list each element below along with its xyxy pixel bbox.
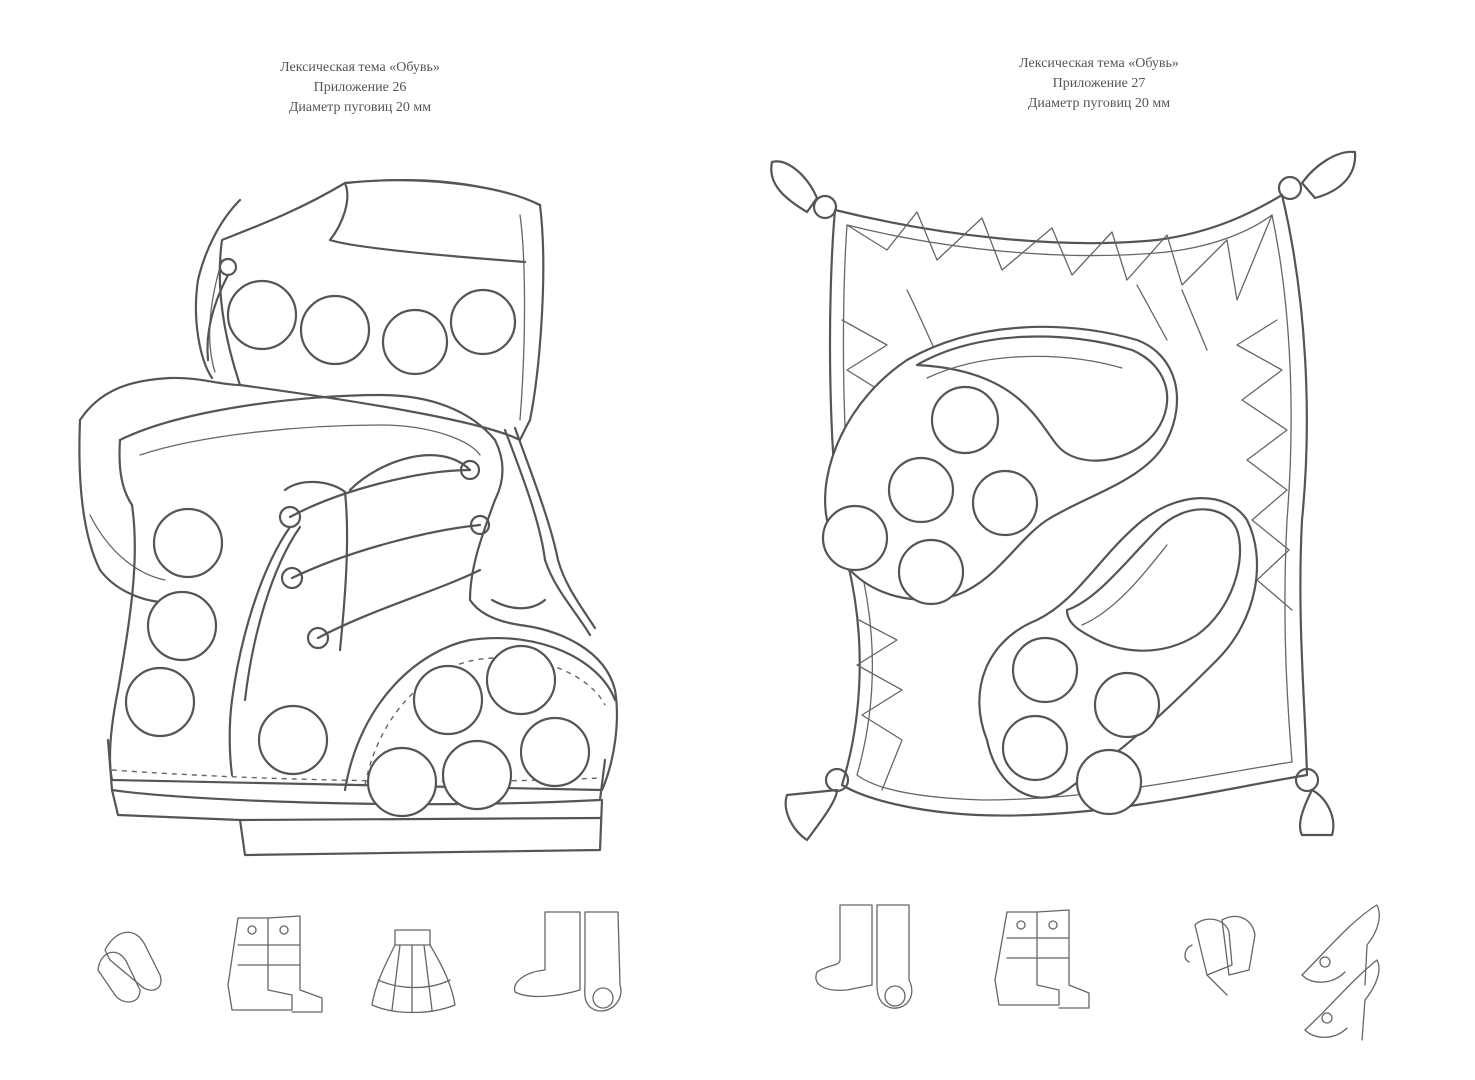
button-circle <box>1011 636 1079 704</box>
button-circle <box>257 704 329 776</box>
button-circle <box>971 469 1039 537</box>
button-circle <box>226 279 298 351</box>
caption-topic: Лексическая тема «Обувь» <box>280 60 440 75</box>
boots-illustration <box>78 178 622 1014</box>
small-picture-winter-boots[interactable] <box>227 915 323 1013</box>
small-picture-slippers[interactable] <box>97 931 162 1003</box>
caption-left: Лексическая тема «Обувь» Приложение 26 Д… <box>210 58 510 118</box>
button-circle <box>887 456 955 524</box>
button-circle <box>449 288 517 356</box>
button-circle <box>821 504 889 572</box>
pillow <box>770 150 1357 842</box>
button-circle <box>124 666 196 738</box>
right-page: Лексическая тема «Обувь» Приложение 27 Д… <box>737 0 1475 1080</box>
small-picture-rubber-boots[interactable] <box>513 911 622 1012</box>
button-circle <box>146 590 218 662</box>
caption-appendix: Приложение 27 <box>1052 76 1146 91</box>
caption-appendix: Приложение 26 <box>313 80 407 95</box>
caption-topic: Лексическая тема «Обувь» <box>1019 56 1179 71</box>
button-circle <box>381 308 449 376</box>
button-circle <box>519 716 591 788</box>
small-picture-winter-boots[interactable] <box>994 909 1090 1009</box>
caption-right: Лексическая тема «Обувь» Приложение 27 Д… <box>949 54 1249 114</box>
button-circle <box>897 538 965 606</box>
button-circle <box>485 644 557 716</box>
caption-diameter: Диаметр пуговиц 20 мм <box>288 100 432 115</box>
small-picture-mittens[interactable] <box>1184 915 1256 996</box>
button-circle <box>1001 714 1069 782</box>
button-circle <box>441 739 513 811</box>
pillow-illustration <box>770 150 1380 1041</box>
button-circle <box>1075 748 1143 816</box>
small-picture-skirt[interactable] <box>371 929 456 1014</box>
button-circle <box>152 507 224 579</box>
button-circle <box>299 294 371 366</box>
button-circle <box>412 664 484 736</box>
button-circle <box>930 385 1000 455</box>
button-circle <box>366 746 438 818</box>
button-circle <box>1093 671 1161 739</box>
back-boot <box>194 178 597 637</box>
small-picture-rubber-boots[interactable] <box>815 904 913 1009</box>
caption-diameter: Диаметр пуговиц 20 мм <box>1027 96 1171 111</box>
small-picture-high-heel-shoes[interactable] <box>1301 904 1380 1041</box>
left-page: Лексическая тема «Обувь» Приложение 26 Д… <box>0 0 737 1080</box>
front-boot <box>78 376 618 857</box>
